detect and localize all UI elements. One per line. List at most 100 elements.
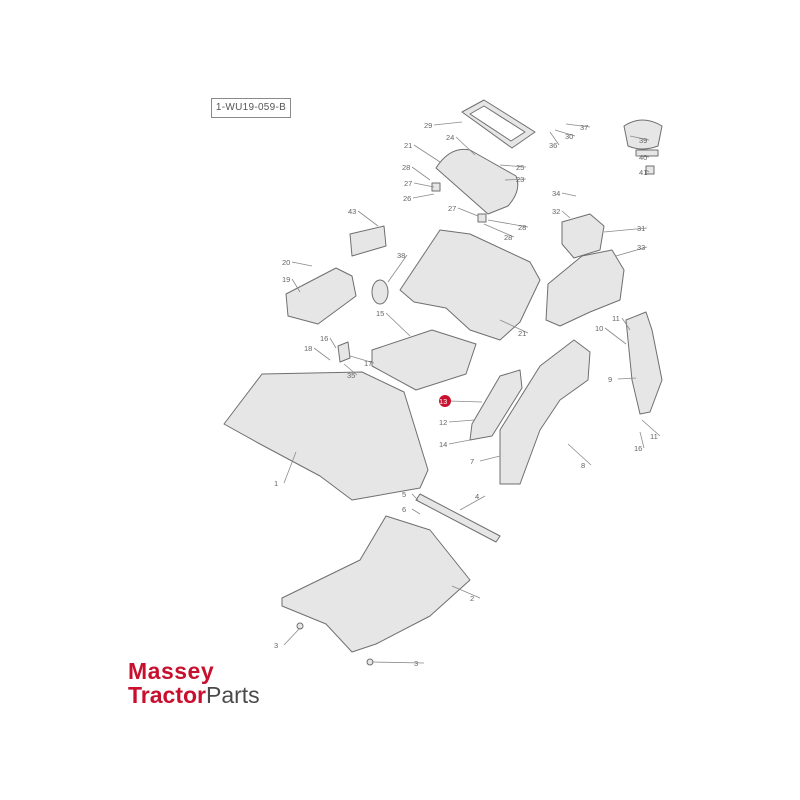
leader-line-33: [615, 246, 648, 257]
leader-line-31: [603, 227, 648, 233]
leader-line-39: [629, 135, 650, 141]
callout-6[interactable]: 6: [402, 505, 406, 514]
part-rear-floor-pan: [223, 371, 429, 501]
leader-line-28: [411, 166, 431, 181]
leader-line-2: [451, 585, 481, 599]
callout-33[interactable]: 33: [637, 243, 645, 252]
part-cup-base: [635, 149, 659, 157]
leader-line-43: [357, 210, 379, 227]
callout-38[interactable]: 38: [397, 251, 405, 260]
callout-41[interactable]: 41: [639, 168, 647, 177]
part-floor-mat: [371, 329, 477, 391]
callout-2[interactable]: 2: [470, 594, 474, 603]
callout-28[interactable]: 28: [504, 233, 512, 242]
callout-14[interactable]: 14: [439, 440, 447, 449]
leader-line-11: [621, 317, 631, 331]
callout-23[interactable]: 23: [516, 175, 524, 184]
callout-36[interactable]: 36: [549, 141, 557, 150]
leader-line-7: [479, 455, 501, 462]
leader-line-32: [561, 210, 571, 219]
callout-1[interactable]: 1: [274, 479, 278, 488]
logo-line-1: Massey: [128, 658, 215, 684]
leader-line-21: [499, 319, 529, 334]
leader-line-12: [448, 419, 475, 423]
leader-line-38: [387, 254, 408, 283]
callout-16[interactable]: 16: [320, 334, 328, 343]
callout-3[interactable]: 3: [274, 641, 278, 650]
callout-28[interactable]: 28: [402, 163, 410, 172]
part-rear-console: [399, 229, 541, 341]
part-cup: [623, 119, 663, 150]
callout-30[interactable]: 30: [565, 132, 573, 141]
leader-line-16: [329, 337, 337, 349]
part-fastener: [296, 622, 304, 630]
part-seal-frame: [461, 99, 536, 149]
callout-17[interactable]: 17: [364, 359, 372, 368]
leader-line-13: [448, 400, 483, 403]
part-bracket: [349, 225, 387, 257]
part-pillar-trim: [625, 311, 663, 415]
leader-line-16: [639, 431, 645, 449]
leader-line-27: [457, 207, 479, 217]
callout-3[interactable]: 3: [414, 659, 418, 668]
callout-35[interactable]: 35: [347, 371, 355, 380]
callout-21[interactable]: 21: [404, 141, 412, 150]
leader-line-4: [459, 495, 486, 511]
callout-7[interactable]: 7: [470, 457, 474, 466]
leader-line-6: [411, 508, 421, 515]
callout-39[interactable]: 39: [639, 136, 647, 145]
callout-37[interactable]: 37: [580, 123, 588, 132]
leader-line-28: [483, 223, 515, 238]
leader-lines: [283, 121, 661, 664]
leader-line-30: [554, 129, 576, 137]
callout-40[interactable]: 40: [639, 153, 647, 162]
callout-12[interactable]: 12: [439, 418, 447, 427]
diagram-reference-box: 1-WU19-059-B: [211, 98, 291, 118]
callout-31[interactable]: 31: [637, 224, 645, 233]
callout-27[interactable]: 27: [404, 179, 412, 188]
leader-line-40: [635, 155, 650, 158]
callout-43[interactable]: 43: [348, 207, 356, 216]
leader-line-26: [412, 193, 435, 199]
callout-28[interactable]: 28: [518, 223, 526, 232]
callout-32[interactable]: 32: [552, 207, 560, 216]
leader-line-18: [313, 347, 331, 361]
leader-line-35: [343, 363, 358, 376]
callout-15[interactable]: 15: [376, 309, 384, 318]
leader-line-23: [504, 178, 527, 181]
callout-26[interactable]: 26: [403, 194, 411, 203]
callout-13[interactable]: 13: [439, 397, 447, 406]
callout-5[interactable]: 5: [402, 490, 406, 499]
part-strip: [415, 493, 501, 543]
leader-line-1: [283, 451, 297, 484]
callout-27[interactable]: 27: [448, 204, 456, 213]
callout-21[interactable]: 21: [518, 329, 526, 338]
callout-9[interactable]: 9: [608, 375, 612, 384]
highlight-marker[interactable]: [439, 395, 451, 407]
callout-20[interactable]: 20: [282, 258, 290, 267]
leader-line-24: [455, 136, 476, 156]
callout-8[interactable]: 8: [581, 461, 585, 470]
callout-4[interactable]: 4: [475, 492, 479, 501]
callout-24[interactable]: 24: [446, 133, 454, 142]
leader-line-17: [349, 355, 375, 364]
brand-logo: Massey TractorParts: [128, 658, 260, 709]
callout-19[interactable]: 19: [282, 275, 290, 284]
part-storage-tray: [285, 267, 357, 325]
callout-18[interactable]: 18: [304, 344, 312, 353]
leader-line-28: [487, 219, 529, 228]
leader-line-8: [567, 443, 592, 466]
leader-line-21: [413, 144, 441, 163]
callout-11[interactable]: 11: [612, 314, 620, 323]
callout-34[interactable]: 34: [552, 189, 560, 198]
leader-line-5: [411, 493, 419, 501]
callout-29[interactable]: 29: [424, 121, 432, 130]
callout-11[interactable]: 11: [650, 432, 658, 441]
callout-25[interactable]: 25: [516, 163, 524, 172]
callout-16[interactable]: 16: [634, 444, 642, 453]
callout-10[interactable]: 10: [595, 324, 603, 333]
part-clip: [337, 341, 351, 363]
leader-line-15: [385, 312, 411, 337]
